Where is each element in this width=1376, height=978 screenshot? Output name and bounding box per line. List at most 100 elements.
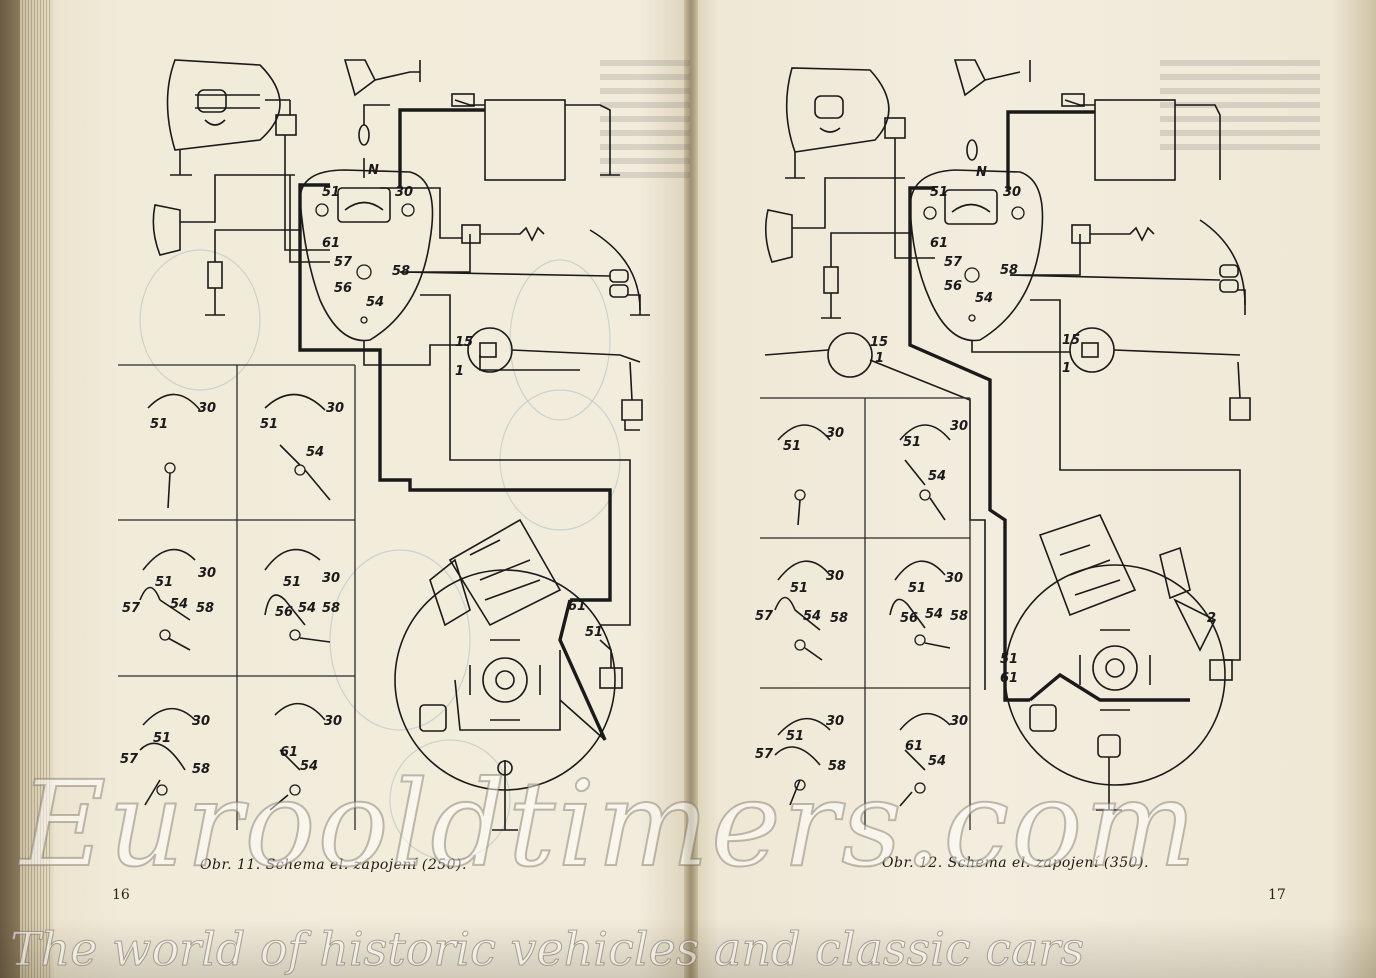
- left-tail-lamp: [589, 229, 650, 316]
- left-sw6-label-b: 61: [280, 745, 298, 760]
- left-sw4-label-c: 56: [275, 605, 293, 620]
- right-sw4-label-d: 54: [925, 607, 943, 622]
- left-switch-pos-5: 30 51 57 58: [120, 707, 210, 806]
- left-label-54: 54: [366, 295, 384, 310]
- left-sw4-label-e: 58: [322, 601, 340, 616]
- left-label-61: 61: [322, 236, 340, 251]
- right-regulator: [1071, 224, 1155, 244]
- left-sw1-label-b: 30: [198, 401, 216, 416]
- left-label-30: 30: [395, 185, 413, 200]
- left-label-56: 56: [334, 281, 352, 296]
- left-switch-pos-3: 51 30 57 54 58: [122, 548, 216, 651]
- left-sw6-label-c: 54: [300, 759, 318, 774]
- right-switch-pos-5: 30 51 57 58: [755, 714, 846, 806]
- right-label-58: 58: [1000, 263, 1018, 278]
- left-label-15: 15: [455, 335, 473, 350]
- right-sw4-label-e: 58: [950, 609, 968, 624]
- left-sw3-label-b: 30: [198, 566, 216, 581]
- left-sw4-label-d: 54: [298, 601, 316, 616]
- left-label-57: 57: [334, 255, 353, 270]
- right-dashboard-panel: [909, 139, 1044, 342]
- right-switch-pos-1: 51 30: [777, 424, 844, 526]
- left-dynamo-label-51: 51: [585, 625, 603, 640]
- right-sw3-label-d: 54: [803, 609, 821, 624]
- right-switch-pos-3: 51 30 57 54 58: [755, 560, 848, 661]
- left-sw5-label-c: 57: [120, 752, 139, 767]
- page-edges: [20, 0, 50, 978]
- right-sw1-label-a: 51: [783, 439, 801, 454]
- right-horn-button: [953, 59, 987, 97]
- right-switch-pos-6: 30 61 54: [899, 712, 968, 807]
- right-ignition-coil: [1069, 327, 1251, 421]
- left-sw3-label-a: 51: [155, 575, 173, 590]
- right-sw4-label-b: 30: [945, 571, 963, 586]
- left-sw6-label-a: 30: [324, 714, 342, 729]
- left-switch-pos-6: 30 61 54: [269, 702, 342, 811]
- left-headlight: [166, 59, 281, 176]
- bleed-through-text-left: [600, 60, 690, 180]
- right-sw2-label-c: 54: [928, 469, 946, 484]
- right-label-61: 61: [930, 236, 948, 251]
- right-sw2-label-a: 51: [903, 435, 921, 450]
- right-sw5-label-a: 30: [826, 714, 844, 729]
- right-main-wiring: [830, 110, 1241, 702]
- left-ignition-coil: [467, 327, 643, 431]
- right-brake-switch: [821, 266, 841, 319]
- left-main-wiring: [214, 108, 631, 626]
- left-regulator: [461, 224, 545, 244]
- right-second-coil: [764, 332, 873, 378]
- right-sw4-label-c: 56: [900, 611, 918, 626]
- right-switch-grid: [760, 397, 971, 830]
- left-sw3-label-e: 58: [196, 601, 214, 616]
- book-gutter: [684, 0, 698, 978]
- right-label-30: 30: [1003, 185, 1021, 200]
- left-dashboard-panel: [299, 104, 434, 342]
- left-sw3-label-c: 57: [122, 601, 141, 616]
- left-dynamo: [394, 518, 623, 831]
- right-sw6-label-b: 61: [905, 739, 923, 754]
- right-switch-pos-2: 51 30 54: [899, 419, 968, 521]
- right-label-56: 56: [944, 279, 962, 294]
- right-diagram: N 30 51 61 57 56 58 54 15 1 15 1 2 51 61…: [755, 59, 1251, 830]
- left-battery: [451, 93, 620, 181]
- right-extra-15: 15: [870, 335, 888, 350]
- left-horn-button: [343, 59, 377, 97]
- right-sw2-label-b: 30: [950, 419, 968, 434]
- right-sw3-label-e: 58: [830, 611, 848, 626]
- left-sw5-label-d: 58: [192, 762, 210, 777]
- left-label-n: N: [368, 163, 379, 178]
- right-label-57: 57: [944, 255, 963, 270]
- left-label-1: 1: [455, 364, 464, 379]
- right-label-15: 15: [1062, 333, 1080, 348]
- right-battery: [1061, 93, 1221, 181]
- right-sw3-label-b: 30: [826, 569, 844, 584]
- left-sw2-label-c: 54: [306, 445, 324, 460]
- watermark-tagline: The world of historic vehicles and class…: [9, 922, 1085, 977]
- right-sw5-label-b: 51: [786, 729, 804, 744]
- left-dynamo-label-61: 61: [568, 599, 586, 614]
- right-sw5-label-d: 58: [828, 759, 846, 774]
- left-junction-box: [275, 114, 297, 136]
- right-switch-pos-4: 51 30 56 54 58: [889, 560, 968, 649]
- left-page-number: 16: [112, 887, 130, 903]
- right-label-n: N: [976, 165, 987, 180]
- left-diagram: N 30 51 61 57 56 58 54 15 1 61 51 51 30 …: [118, 59, 650, 861]
- watermark-logo: Eurooldtimers.com: [19, 754, 1199, 894]
- left-horn: [152, 174, 295, 256]
- right-extra-2: 2: [1207, 611, 1216, 626]
- left-switch-pos-4: 51 30 56 54 58: [264, 548, 340, 643]
- left-switch-grid: [118, 364, 356, 830]
- left-switch-pos-1: 51 30: [147, 393, 216, 509]
- left-sw2-label-a: 51: [260, 417, 278, 432]
- right-dynamo: [1004, 514, 1233, 811]
- left-sw5-label-a: 30: [192, 714, 210, 729]
- right-dynamo-label-61: 61: [1000, 671, 1018, 686]
- right-page-number: 17: [1268, 887, 1286, 903]
- left-switch-pos-2: 51 30 54: [260, 393, 344, 501]
- left-sw4-label-a: 51: [283, 575, 301, 590]
- bottom-shadow: [0, 918, 1376, 978]
- left-sw4-label-b: 30: [322, 571, 340, 586]
- left-figure-caption: Obr. 11. Schema el. zapojení (250).: [200, 857, 467, 873]
- left-label-58: 58: [392, 264, 410, 279]
